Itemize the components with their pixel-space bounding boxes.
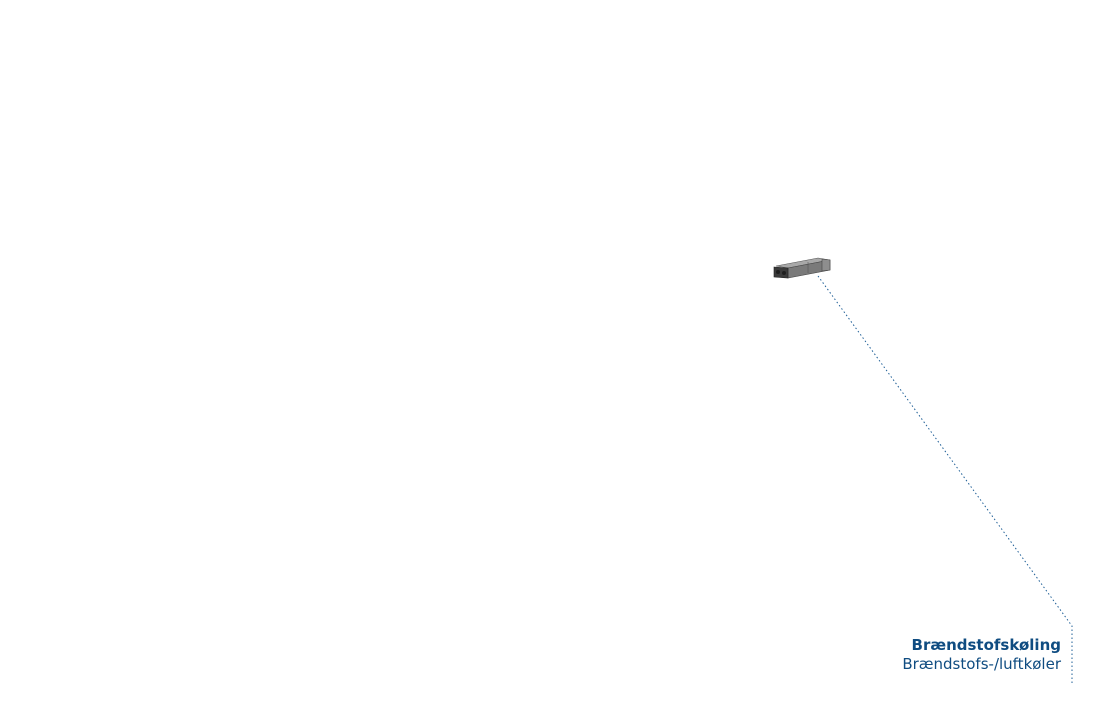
component-subtitle: Brændstofs-/luftkøler — [902, 655, 1061, 673]
leader-line — [817, 275, 1073, 684]
component-callout: Brændstofskøling Brændstofs-/luftkøler — [902, 636, 1061, 674]
component-title: Brændstofskøling — [911, 636, 1061, 654]
fuel-air-cooler-icon[interactable] — [773, 257, 831, 279]
